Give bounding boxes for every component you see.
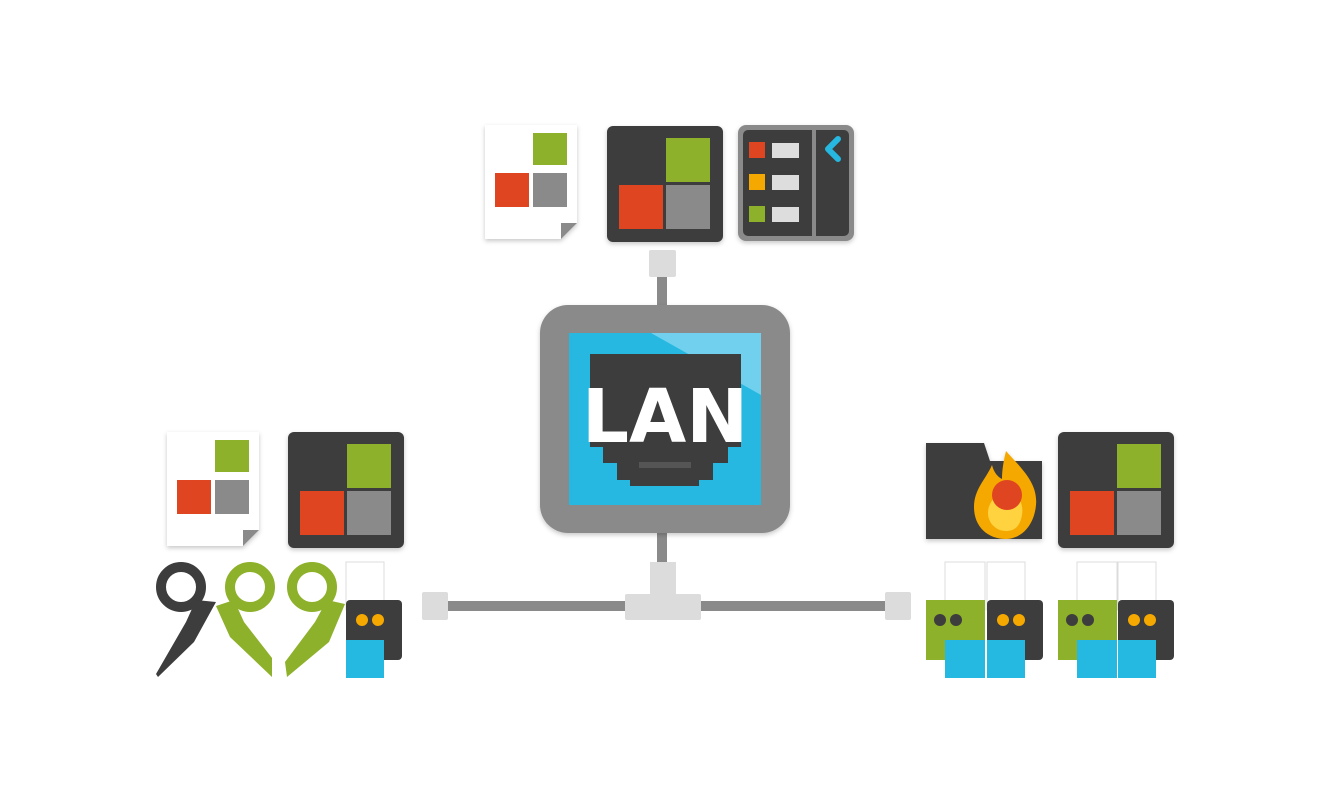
scissors-icon bbox=[285, 562, 345, 677]
scissors-icon bbox=[216, 562, 275, 677]
cable-connectors bbox=[422, 250, 911, 620]
firewall-folder-icon bbox=[926, 443, 1042, 539]
right-connector bbox=[885, 592, 911, 620]
app-document-icon bbox=[485, 125, 577, 239]
printer-icon bbox=[1117, 561, 1175, 679]
left-connector bbox=[422, 592, 448, 620]
bottom-cable bbox=[657, 530, 667, 572]
printer-icon bbox=[345, 561, 403, 679]
right-device-group bbox=[925, 432, 1175, 679]
lan-label: LAN bbox=[582, 374, 748, 460]
top-cable bbox=[657, 272, 667, 312]
app-list-panel-icon bbox=[738, 125, 854, 241]
printer-icon bbox=[1057, 561, 1118, 679]
top-device-group bbox=[485, 125, 854, 242]
app-window-icon bbox=[288, 432, 404, 548]
app-window-icon bbox=[607, 126, 723, 242]
t-junction-connector bbox=[625, 562, 701, 620]
left-device-group bbox=[156, 432, 404, 679]
printer-icon bbox=[986, 561, 1044, 679]
app-window-icon bbox=[1058, 432, 1174, 548]
top-connector bbox=[649, 250, 676, 277]
printer-icon bbox=[925, 561, 986, 679]
scissors-icon bbox=[156, 562, 216, 677]
app-document-icon bbox=[167, 432, 259, 546]
lan-port-icon: LAN bbox=[540, 305, 790, 533]
